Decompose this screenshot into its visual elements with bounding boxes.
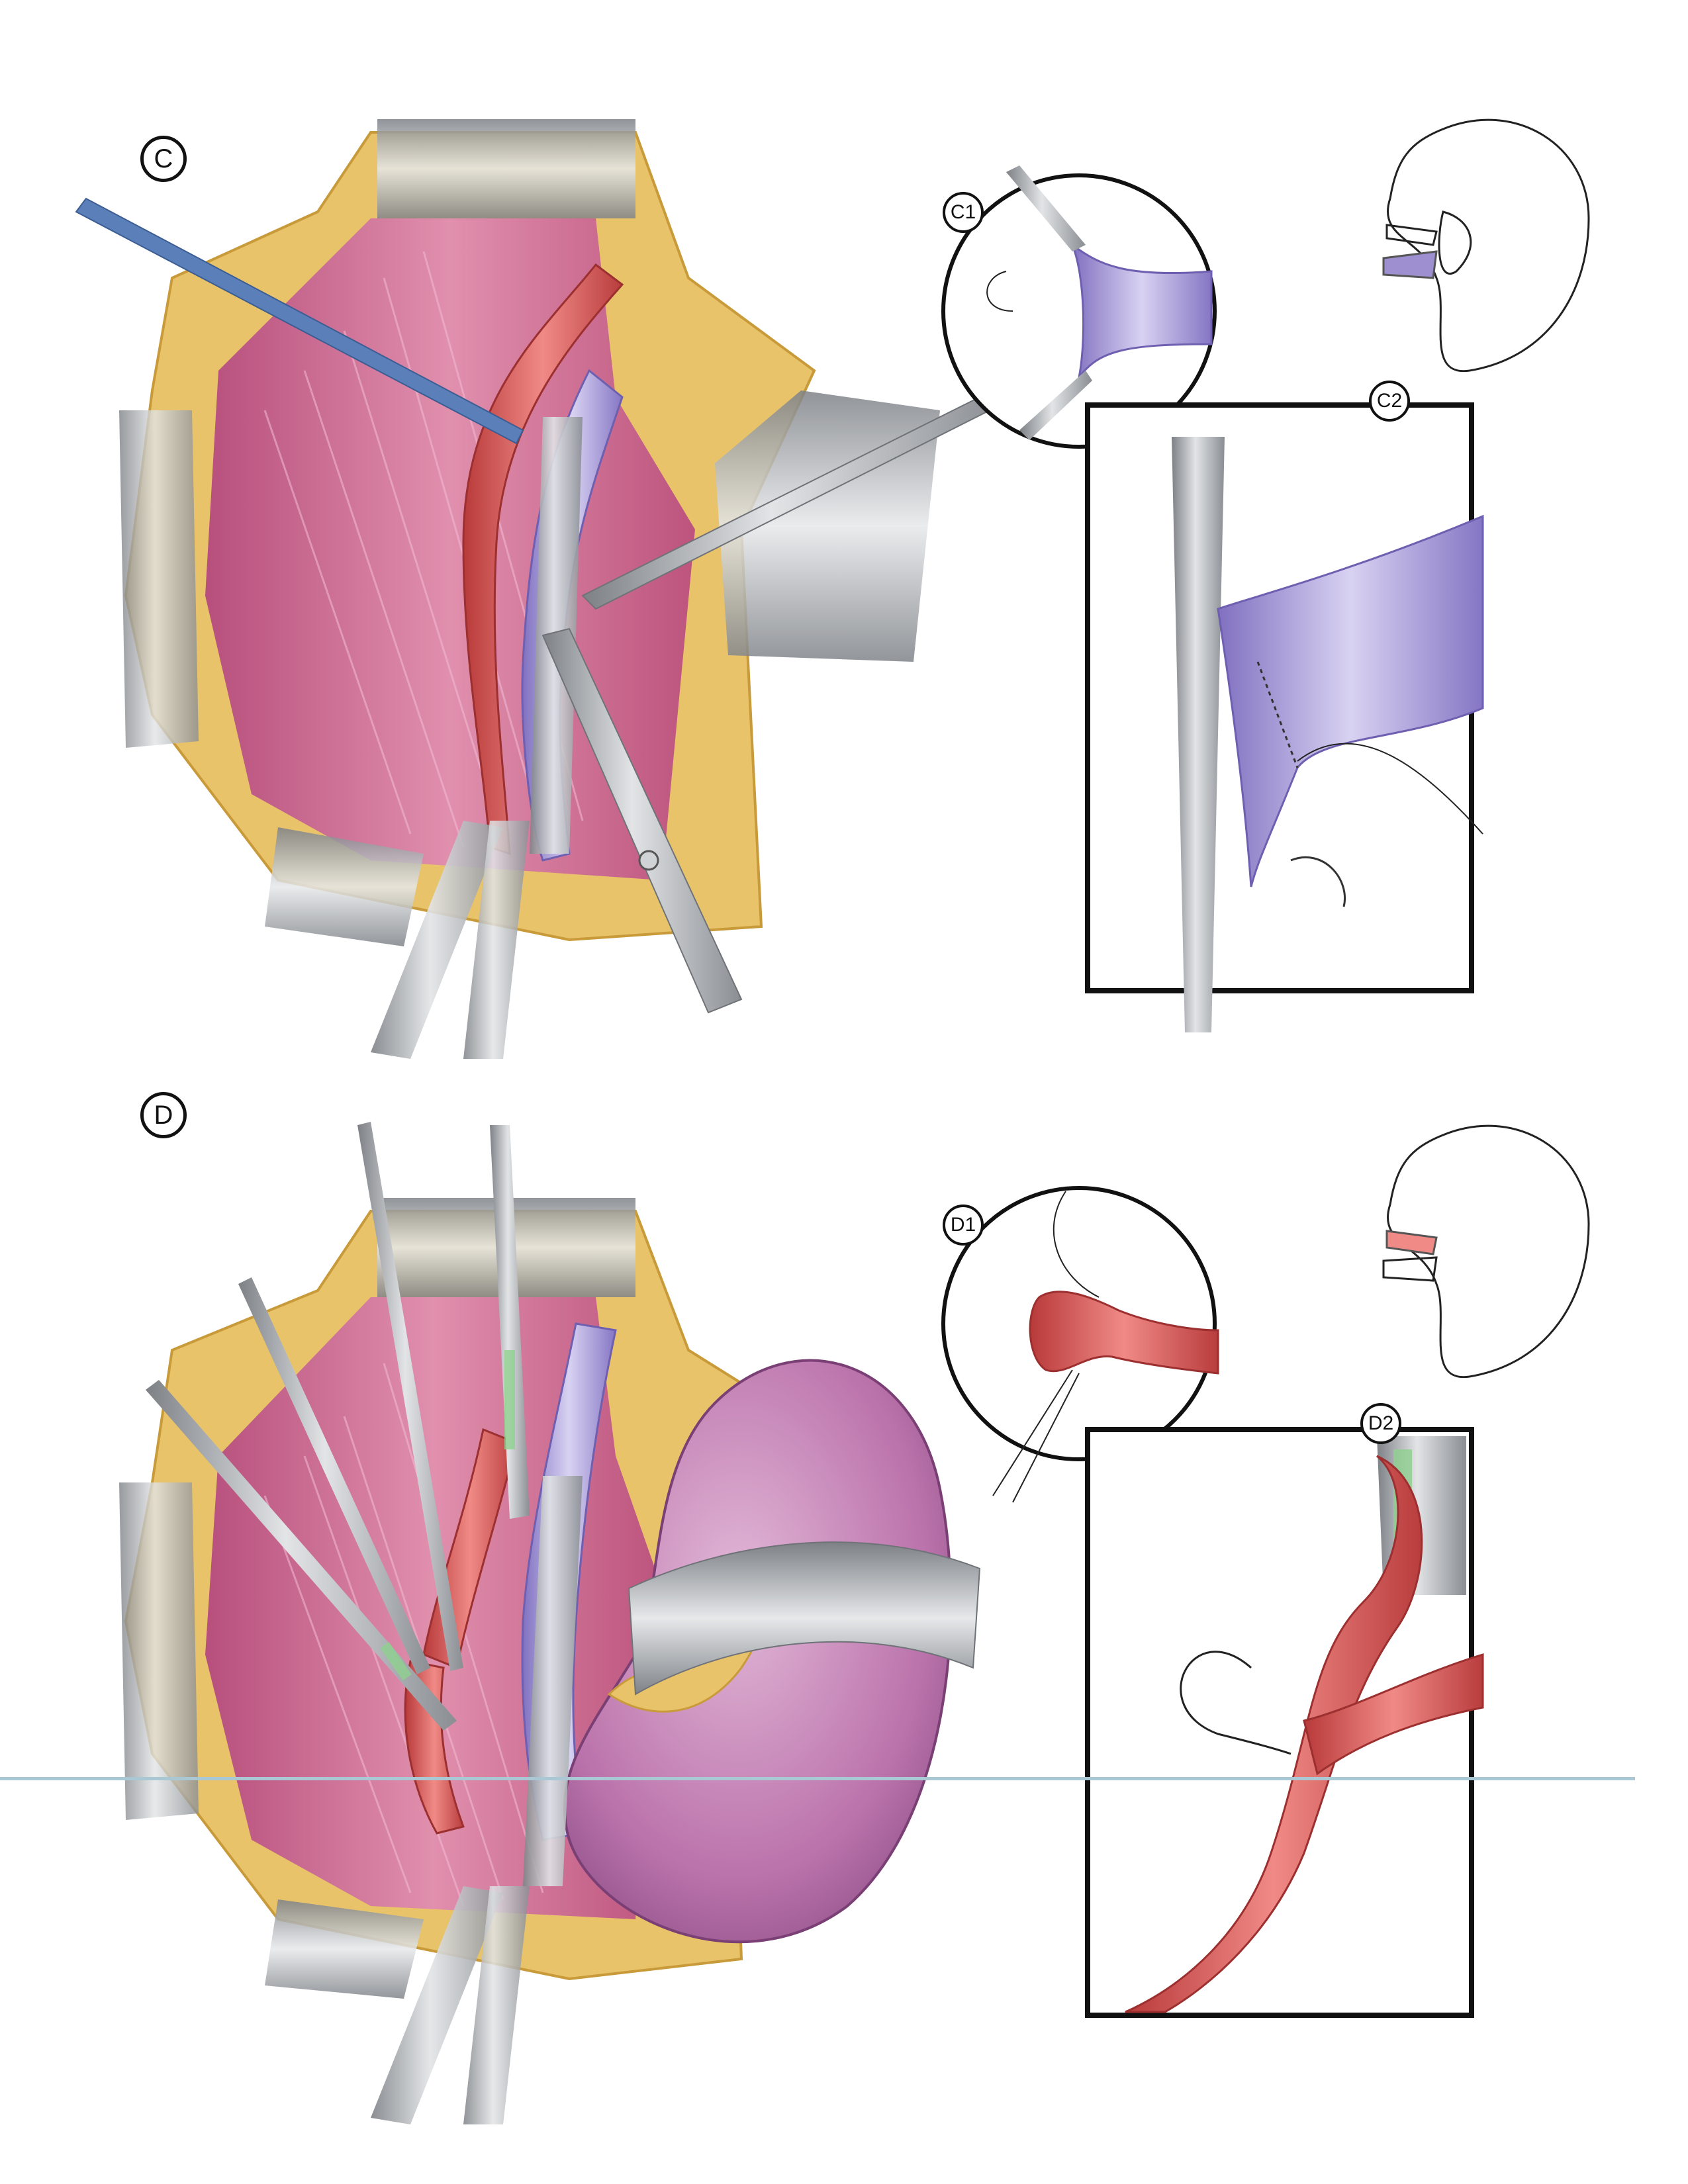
- page-divider: [0, 1777, 1635, 1780]
- inset-label-c1: C1: [943, 192, 984, 233]
- panel-d-surgical-field: [119, 1122, 981, 2124]
- kidney-sketch-c: [1382, 118, 1590, 373]
- inset-d2-arterial-anastomosis: [1085, 1427, 1484, 2018]
- inset-d1-artery-closeup: [941, 1186, 1219, 1503]
- inset-c2-anastomosis: [1085, 402, 1484, 1032]
- inset-label-d1: D1: [943, 1205, 984, 1246]
- inset-label-c2: C2: [1369, 381, 1410, 422]
- panel-label-d: D: [140, 1092, 187, 1138]
- inset-c1-vein-closeup: [941, 165, 1217, 449]
- kidney-sketch-d: [1382, 1124, 1590, 1379]
- panel-c-surgical-field: [75, 119, 1004, 1059]
- inset-label-d2: D2: [1360, 1403, 1401, 1444]
- panel-label-c: C: [140, 136, 187, 182]
